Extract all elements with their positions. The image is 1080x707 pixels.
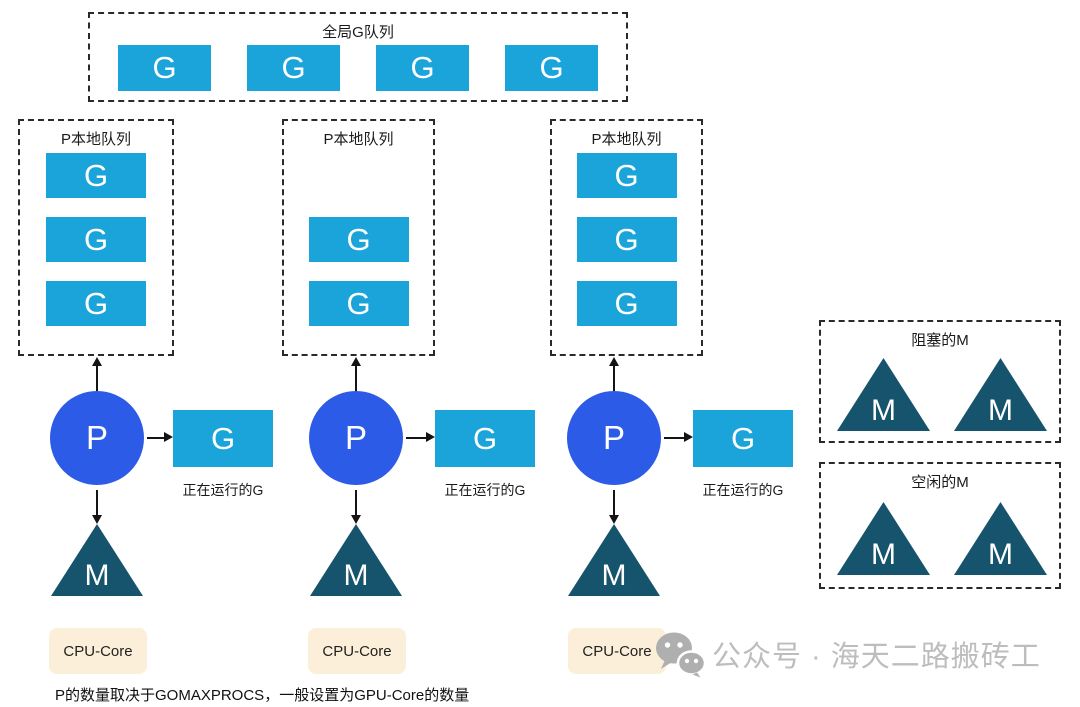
p-to-g-arrow-line xyxy=(664,437,684,439)
right-arrow-icon xyxy=(426,432,435,442)
blocked-m-triangle: M xyxy=(837,358,930,431)
cpu-core-badge: CPU-Core xyxy=(308,628,406,674)
queue-up-arrow-line xyxy=(96,366,98,391)
g-box: G xyxy=(308,217,409,262)
global-g-queue-row: G G G G xyxy=(118,45,598,91)
running-g-box: G xyxy=(173,410,273,467)
p-local-queue-title: P本地队列 xyxy=(323,131,394,148)
global-g-queue-box: 全局G队列 G G G G xyxy=(88,12,628,102)
blocked-m-box: 阻塞的M M M xyxy=(819,320,1061,443)
m-label: M xyxy=(988,394,1013,427)
g-box: G xyxy=(376,45,469,91)
running-g-box: G xyxy=(435,410,535,467)
running-g-caption: 正在运行的G xyxy=(444,482,526,498)
idle-m-triangle: M xyxy=(837,502,930,575)
p-local-queue-title: P本地队列 xyxy=(60,131,131,148)
blocked-m-triangle: M xyxy=(954,358,1047,431)
up-arrow-icon xyxy=(351,357,361,366)
queue-up-arrow-line xyxy=(355,366,357,391)
right-arrow-icon xyxy=(164,432,173,442)
p-to-g-arrow-line xyxy=(406,437,426,439)
down-arrow-icon xyxy=(351,515,361,524)
g-box: G xyxy=(46,281,146,326)
p-processor-circle: P xyxy=(50,391,144,485)
p-local-queue-1: P本地队列 G G G xyxy=(18,119,174,356)
m-label: M xyxy=(601,559,627,592)
wechat-icon xyxy=(656,632,706,678)
p-to-m-arrow-line xyxy=(355,490,357,515)
idle-m-triangle: M xyxy=(954,502,1047,575)
p-to-m-arrow-line xyxy=(96,490,98,515)
g-box: G xyxy=(576,153,677,198)
idle-m-box: 空闲的M M M xyxy=(819,462,1061,589)
up-arrow-icon xyxy=(92,357,102,366)
p-processor-circle: P xyxy=(309,391,403,485)
m-label: M xyxy=(871,394,896,427)
m-machine-triangle: M xyxy=(310,524,402,596)
g-box: G xyxy=(46,217,146,262)
p-local-queue-2: P本地队列 G G xyxy=(282,119,435,356)
cpu-core-badge: CPU-Core xyxy=(49,628,147,674)
g-box: G xyxy=(118,45,211,91)
global-g-queue-title: 全局G队列 xyxy=(322,24,394,41)
p-local-queue-title: P本地队列 xyxy=(591,131,662,148)
g-box: G xyxy=(247,45,340,91)
p-to-m-arrow-line xyxy=(613,490,615,515)
watermark: 公众号 · 海天二路搬砖工 xyxy=(654,630,1041,678)
m-machine-triangle: M xyxy=(51,524,143,596)
right-arrow-icon xyxy=(684,432,693,442)
idle-m-title: 空闲的M xyxy=(911,474,969,491)
g-box: G xyxy=(576,217,677,262)
blocked-m-title: 阻塞的M xyxy=(911,332,969,349)
g-box: G xyxy=(46,153,146,198)
m-machine-triangle: M xyxy=(568,524,660,596)
watermark-text: 公众号 · 海天二路搬砖工 xyxy=(712,641,1041,673)
g-box: G xyxy=(505,45,598,91)
running-g-box: G xyxy=(693,410,793,467)
running-g-caption: 正在运行的G xyxy=(182,482,264,498)
g-box: G xyxy=(576,281,677,326)
m-label: M xyxy=(871,538,896,571)
m-label: M xyxy=(988,538,1013,571)
down-arrow-icon xyxy=(609,515,619,524)
g-box: G xyxy=(308,281,409,326)
down-arrow-icon xyxy=(92,515,102,524)
p-to-g-arrow-line xyxy=(147,437,165,439)
footnote-text: P的数量取决于GOMAXPROCS，一般设置为GPU-Core的数量 xyxy=(55,687,470,704)
up-arrow-icon xyxy=(609,357,619,366)
p-local-queue-3: P本地队列 G G G xyxy=(550,119,703,356)
m-label: M xyxy=(84,559,110,592)
p-processor-circle: P xyxy=(567,391,661,485)
cpu-core-badge: CPU-Core xyxy=(568,628,666,674)
queue-up-arrow-line xyxy=(613,366,615,391)
running-g-caption: 正在运行的G xyxy=(702,482,784,498)
m-label: M xyxy=(343,559,369,592)
